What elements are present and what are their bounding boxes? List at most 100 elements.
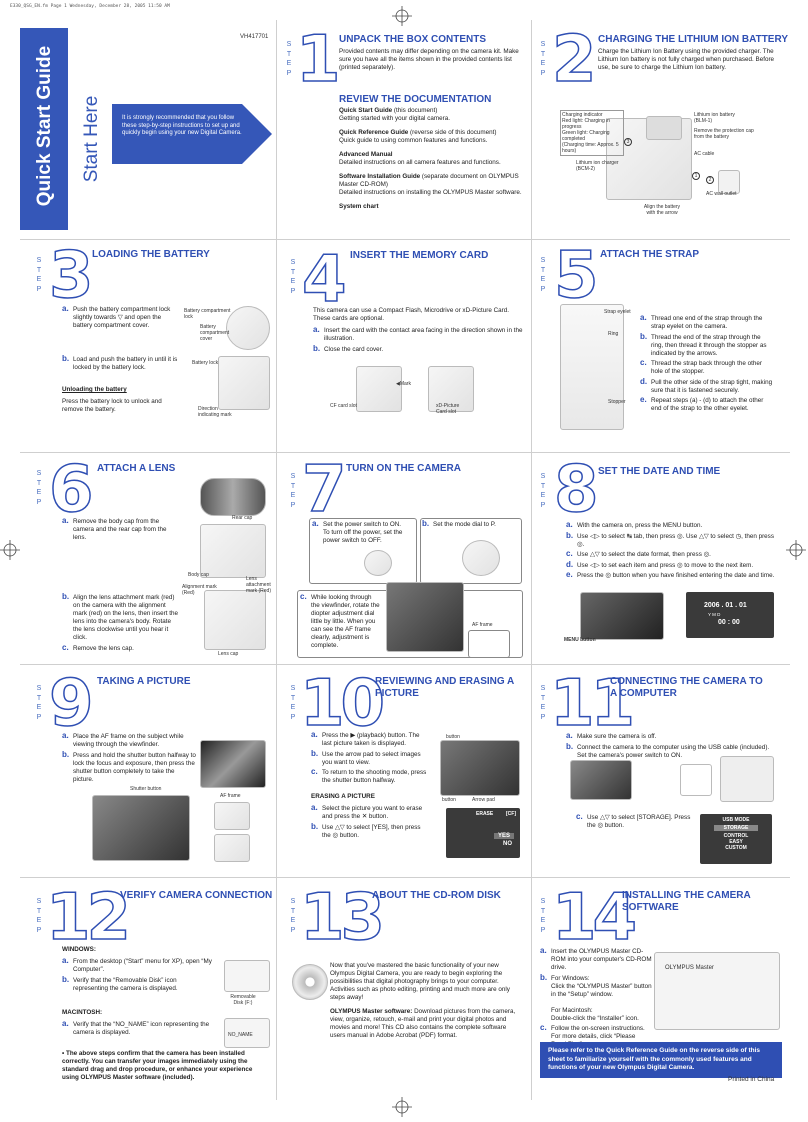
option-storage: STORAGE xyxy=(714,825,758,831)
camera-bottom-illustration xyxy=(226,306,270,350)
mark-label: ◀Mark xyxy=(396,381,411,387)
camera-body-illustration xyxy=(200,524,266,578)
erase-no: NO xyxy=(503,841,512,847)
time-value: 00 : 00 xyxy=(718,619,740,626)
camera-front-illustration xyxy=(92,795,190,861)
step-number: 7 xyxy=(301,453,347,527)
af-frame-label: AF frame xyxy=(220,793,241,799)
step-title: ATTACH THE STRAP xyxy=(600,249,700,260)
installer-title: OLYMPUS Master xyxy=(665,965,714,971)
connection-note: • The above steps confirm that the camer… xyxy=(62,1050,253,1081)
option-control: CONTROL xyxy=(723,833,749,839)
stopper-label: Stopper xyxy=(608,399,626,405)
erase-title: ERASE xyxy=(476,811,494,817)
finger-half-press-illustration xyxy=(214,802,250,830)
step-body: c.While looking through the viewfinder, … xyxy=(300,592,380,650)
playback-button-label: button xyxy=(446,734,460,740)
step-body: WINDOWS: a.From the desktop (“Start” men… xyxy=(62,946,212,1036)
computer-illustration xyxy=(720,756,774,802)
removable-disk-label: Removable Disk (F:) xyxy=(230,994,256,1006)
step-body: a.Make sure the camera is off. b.Connect… xyxy=(566,731,770,759)
alignment-mark-label: Alignment mark (Red) xyxy=(182,584,217,596)
cover-intro-arrow xyxy=(112,104,272,164)
shutter-button-label: Shutter button xyxy=(130,786,162,792)
cover-intro: It is strongly recommended that you foll… xyxy=(122,115,242,136)
step-number: 13 xyxy=(299,881,386,955)
column-divider xyxy=(276,20,277,1100)
erase-yes: YES xyxy=(493,833,514,839)
outlet-illustration xyxy=(718,170,740,194)
crop-mark-icon xyxy=(392,1097,412,1117)
battery-illustration xyxy=(646,116,682,140)
ac-cable-label: AC cable xyxy=(694,151,715,157)
lens-mark-label: Lens attachment mark (Red) xyxy=(246,576,272,594)
finger-full-press-illustration xyxy=(214,834,250,862)
callout-2: 2 xyxy=(706,176,714,184)
crop-mark-icon xyxy=(786,540,806,560)
row-divider xyxy=(20,664,790,665)
step-title: REVIEW THE DOCUMENTATION xyxy=(339,94,492,105)
cover-title: Quick Start Guide xyxy=(34,45,55,207)
cd-rom-icon xyxy=(292,964,328,1000)
battery-label: Lithium ion battery (BLM-1) xyxy=(694,112,735,124)
option-custom: CUSTOM xyxy=(725,845,747,851)
step-title: CONNECTING THE CAMERA TO A COMPUTER xyxy=(610,676,763,699)
no-name-screen xyxy=(224,1018,270,1048)
step-number: 11 xyxy=(549,667,636,741)
step-title: REVIEWING AND ERASING A PICTURE xyxy=(375,676,514,699)
step-number: 5 xyxy=(553,239,599,313)
step-title: SET THE DATE AND TIME xyxy=(598,466,721,477)
installer-window: OLYMPUS Master xyxy=(654,952,780,1030)
row-divider xyxy=(20,239,790,240)
row-divider xyxy=(20,877,790,878)
step-number: 8 xyxy=(553,453,599,527)
step-body: This camera can use a Compact Flash, Mic… xyxy=(313,307,523,353)
cover-start-here: Start Here xyxy=(81,95,102,183)
date-order: Y M D xyxy=(708,612,721,617)
battery-compartment-cover-label: Battery compartment cover xyxy=(200,324,230,342)
viewfinder-photo-illustration xyxy=(200,740,266,788)
lens-cap-label: Lens cap xyxy=(218,651,239,657)
crop-mark-icon xyxy=(392,6,412,26)
step-body: a.Place the AF frame on the subject whil… xyxy=(62,731,196,783)
step-number: 1 xyxy=(295,23,341,97)
cf-slot-label: CF card slot xyxy=(330,403,357,409)
file-header: E330_QSG_EN.fm Page 1 Wednesday, Decembe… xyxy=(10,4,170,9)
strap-eyelet-label: Strap eyelet xyxy=(604,309,631,315)
step-body: Charge the Lithium Ion Battery using the… xyxy=(598,48,775,71)
step-title: INSERT THE MEMORY CARD xyxy=(350,250,489,261)
callout-1: 1 xyxy=(692,172,700,180)
reference-note: Please refer to the Quick Reference Guid… xyxy=(540,1042,782,1078)
callout-3: 3 xyxy=(624,138,632,146)
step-body: Provided contents may differ depending o… xyxy=(339,48,519,71)
af-frame-box xyxy=(468,630,510,658)
step-body: b.Set the mode dial to P. xyxy=(422,519,496,529)
step-body: a.Push the battery compartment lock slig… xyxy=(62,304,171,330)
cap-label: Remove the protection cap from the batte… xyxy=(694,128,754,140)
battery-compartment-lock-label: Battery compartment lock xyxy=(184,308,231,320)
direction-mark-label: Direction indicating mark xyxy=(198,406,232,418)
arrow-pad-label: Arrow pad xyxy=(472,797,495,803)
af-frame-label: AF frame xyxy=(472,622,493,628)
step-title: CHARGING THE LITHIUM ION BATTERY xyxy=(598,34,788,45)
usb-mode-title: USB MODE xyxy=(722,817,750,823)
charger-label: Lithium ion charger (BCM-2) xyxy=(576,160,619,172)
document-code: VH417701 xyxy=(240,34,269,40)
lens-mount-illustration xyxy=(204,590,266,650)
step-body: a.Set the power switch to ON. To turn of… xyxy=(312,519,403,545)
step-number: 10 xyxy=(299,667,386,741)
camera-illustration xyxy=(570,760,632,800)
crop-mark-icon xyxy=(0,540,20,560)
step-title: LOADING THE BATTERY xyxy=(92,249,210,260)
step-title: VERIFY CAMERA CONNECTION xyxy=(120,890,273,901)
xd-slot-label: xD-Picture Card slot xyxy=(436,403,460,415)
body-cap-label: Body cap xyxy=(188,572,209,578)
